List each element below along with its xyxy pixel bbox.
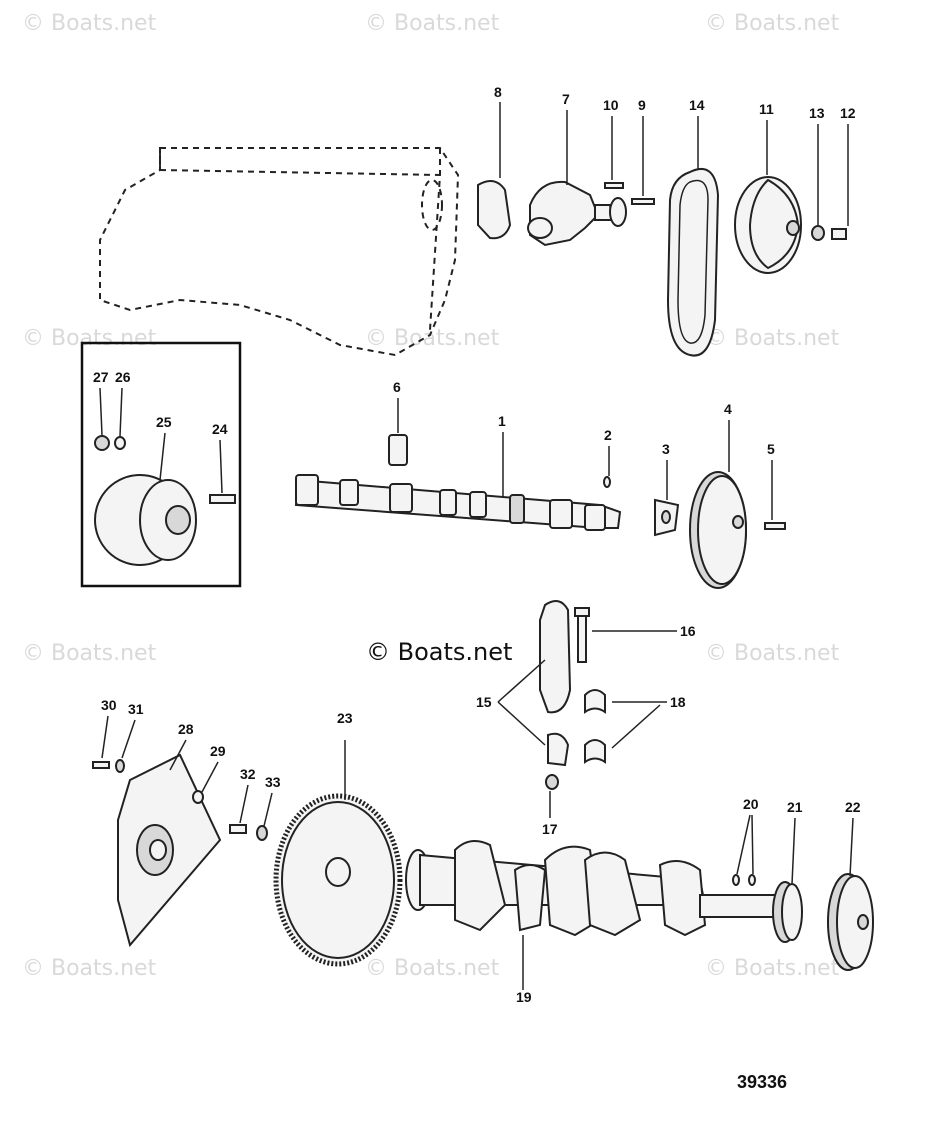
callout-20: 20 <box>743 796 759 812</box>
watermark-bottom-center: © Boats.net <box>365 956 500 981</box>
watermark-mid-center: © Boats.net <box>365 326 500 351</box>
watermark-top-center: © Boats.net <box>365 11 500 36</box>
watermark-bottom-right: © Boats.net <box>705 956 840 981</box>
callout-7: 7 <box>562 91 570 107</box>
part-18-rod-bearings <box>584 689 606 764</box>
callout-33: 33 <box>265 774 281 790</box>
part-16-rod-bolt <box>574 607 590 663</box>
callout-25: 25 <box>156 414 172 430</box>
watermark-center: © Boats.net <box>366 638 512 666</box>
part-14-drive-belt <box>666 167 720 357</box>
part-15-connecting-rod <box>539 600 572 767</box>
callout-22: 22 <box>845 799 861 815</box>
part-7-water-pump <box>527 180 627 247</box>
part-33-washer <box>256 825 268 841</box>
callout-32: 32 <box>240 766 256 782</box>
callout-17: 17 <box>542 821 558 837</box>
watermark-mid-right: © Boats.net <box>705 326 840 351</box>
callout-26: 26 <box>115 369 131 385</box>
part-10-bolt <box>604 182 624 189</box>
callout-23: 23 <box>337 710 353 726</box>
part-9-bolt <box>631 198 655 205</box>
callout-15: 15 <box>476 694 492 710</box>
engine-block-outline <box>99 147 460 357</box>
part-19-crankshaft <box>405 840 776 937</box>
callout-21: 21 <box>787 799 803 815</box>
watermark-mid-left: © Boats.net <box>22 326 157 351</box>
callout-29: 29 <box>210 743 226 759</box>
part-21-crankshaft-gear <box>772 881 803 943</box>
watermark-top-left: © Boats.net <box>22 11 157 36</box>
callout-labels: 8 7 10 9 14 11 13 12 6 1 2 3 4 5 27 26 2… <box>93 84 861 1005</box>
part-4-camshaft-gear <box>689 471 747 589</box>
watermark-low-left: © Boats.net <box>22 641 157 666</box>
callout-28: 28 <box>178 721 194 737</box>
callout-14: 14 <box>689 97 705 113</box>
callout-13: 13 <box>809 105 825 121</box>
callout-5: 5 <box>767 441 775 457</box>
watermark-bottom-left: © Boats.net <box>22 956 157 981</box>
callout-27: 27 <box>93 369 109 385</box>
callout-8: 8 <box>494 84 502 100</box>
callout-4: 4 <box>724 401 732 417</box>
callout-3: 3 <box>662 441 670 457</box>
callout-18: 18 <box>670 694 686 710</box>
watermark-low-right: © Boats.net <box>705 641 840 666</box>
callout-30: 30 <box>101 697 117 713</box>
part-12-bolt <box>831 228 847 240</box>
part-5-bolt <box>764 522 786 530</box>
part-23-flywheel <box>273 793 403 967</box>
callout-10: 10 <box>603 97 619 113</box>
callout-12: 12 <box>840 105 856 121</box>
part-3-thrust-plate <box>654 498 680 537</box>
callout-16: 16 <box>680 623 696 639</box>
callout-9: 9 <box>638 97 646 113</box>
part-32-bolt <box>229 824 247 834</box>
part-29-dowel <box>192 790 204 804</box>
part-20-keys <box>732 874 756 886</box>
part-13-washer <box>811 225 825 241</box>
inset-box <box>80 341 242 588</box>
callout-2: 2 <box>604 427 612 443</box>
part-8-water-pump-gasket <box>477 180 512 240</box>
watermarks: © Boats.net © Boats.net © Boats.net © Bo… <box>22 11 840 981</box>
part-31-washer <box>115 759 125 773</box>
leader-lines <box>99 102 854 990</box>
part-22-harmonic-balancer <box>827 873 874 971</box>
part-28-flywheel-coupler <box>117 753 222 948</box>
callout-6: 6 <box>393 379 401 395</box>
part-2-key <box>603 476 611 488</box>
part-17-nut <box>545 774 559 790</box>
callout-11: 11 <box>759 101 774 117</box>
callout-19: 19 <box>516 989 532 1005</box>
callout-24: 24 <box>212 421 228 437</box>
document-number: 39336 <box>737 1072 787 1092</box>
part-1-camshaft <box>294 474 622 531</box>
callout-31: 31 <box>128 701 144 717</box>
part-11-pulley <box>734 176 802 274</box>
callout-1: 1 <box>498 413 506 429</box>
part-30-bolt <box>92 761 110 769</box>
watermark-top-right: © Boats.net <box>705 11 840 36</box>
part-6-plug <box>388 434 408 466</box>
